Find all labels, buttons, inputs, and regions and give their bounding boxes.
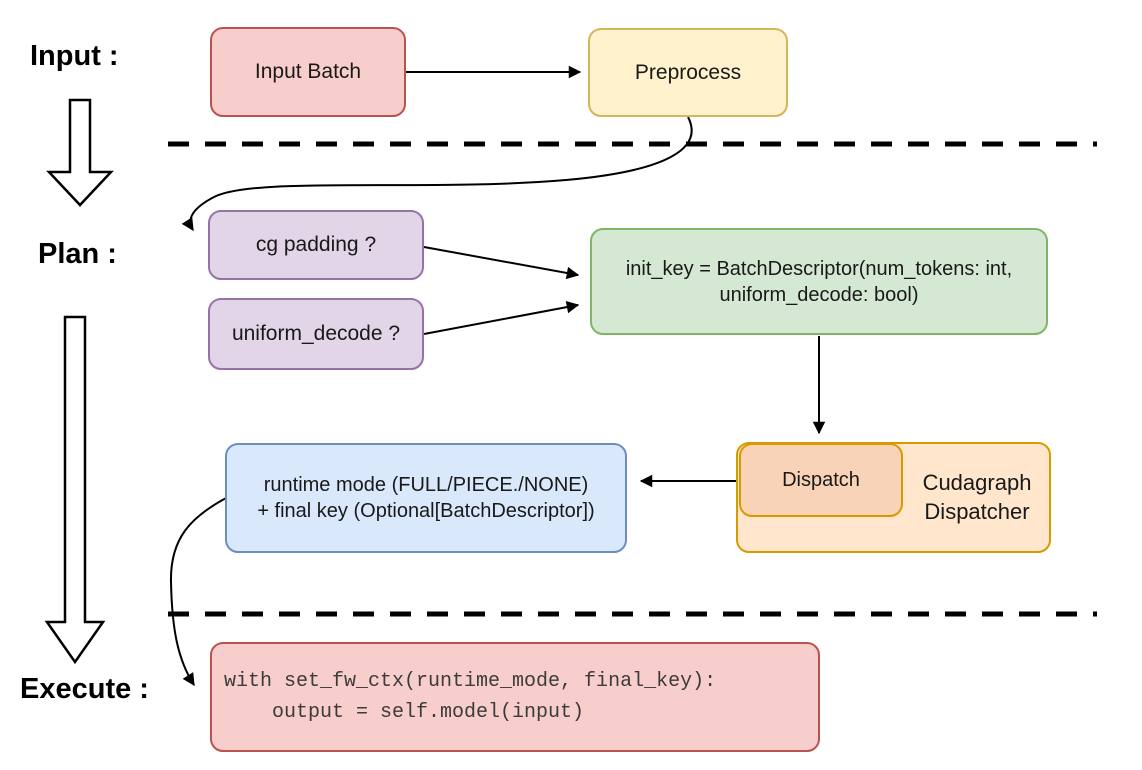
node-dispatch-label: Dispatch <box>782 469 860 491</box>
node-uniform-decode-label: uniform_decode ? <box>231 322 401 346</box>
hollow-arrow-input-to-plan <box>46 98 114 207</box>
node-preprocess: Preprocess <box>588 28 788 117</box>
node-uniform-decode: uniform_decode ? <box>208 298 424 370</box>
node-input-batch: Input Batch <box>210 27 406 117</box>
node-cg-padding-label: cg padding ? <box>255 233 377 257</box>
node-init-key-line2: uniform_decode: bool) <box>719 283 919 306</box>
node-cg-padding: cg padding ? <box>208 210 424 280</box>
edge-preprocess-to-cgpadding <box>181 116 693 232</box>
node-execute-code: with set_fw_ctx(runtime_mode, final_key)… <box>210 642 820 752</box>
hollow-arrow-plan-to-execute <box>44 315 106 665</box>
node-init-key-line1: init_key = BatchDescriptor(num_tokens: i… <box>625 257 1013 280</box>
section-label-execute: Execute : <box>20 673 149 705</box>
node-init-key: init_key = BatchDescriptor(num_tokens: i… <box>590 228 1048 335</box>
node-cudagraph-line2: Dispatcher <box>924 498 1030 524</box>
node-dispatch: Dispatch <box>739 443 903 517</box>
node-cudagraph-line1: Cudagraph <box>922 469 1032 495</box>
execute-code-line2: output = self.model(input) <box>224 701 585 724</box>
node-runtime-result: runtime mode (FULL/PIECE./NONE) + final … <box>225 443 627 553</box>
node-input-batch-label: Input Batch <box>254 60 362 84</box>
edge-uniformdecode-to-initkey <box>423 300 580 335</box>
node-preprocess-label: Preprocess <box>634 60 742 84</box>
node-runtime-line1: runtime mode (FULL/PIECE./NONE) <box>263 474 589 496</box>
node-runtime-line2: + final key (Optional[BatchDescriptor]) <box>257 500 595 522</box>
section-label-plan: Plan : <box>38 238 117 270</box>
edge-cgpadding-to-initkey <box>423 246 580 280</box>
execute-code-line1: with set_fw_ctx(runtime_mode, final_key)… <box>224 670 717 693</box>
node-cudagraph-dispatcher-label: Cudagraph Dispatcher <box>905 444 1049 551</box>
section-label-input: Input : <box>30 40 119 72</box>
edge-runtime-to-execute <box>169 496 229 687</box>
